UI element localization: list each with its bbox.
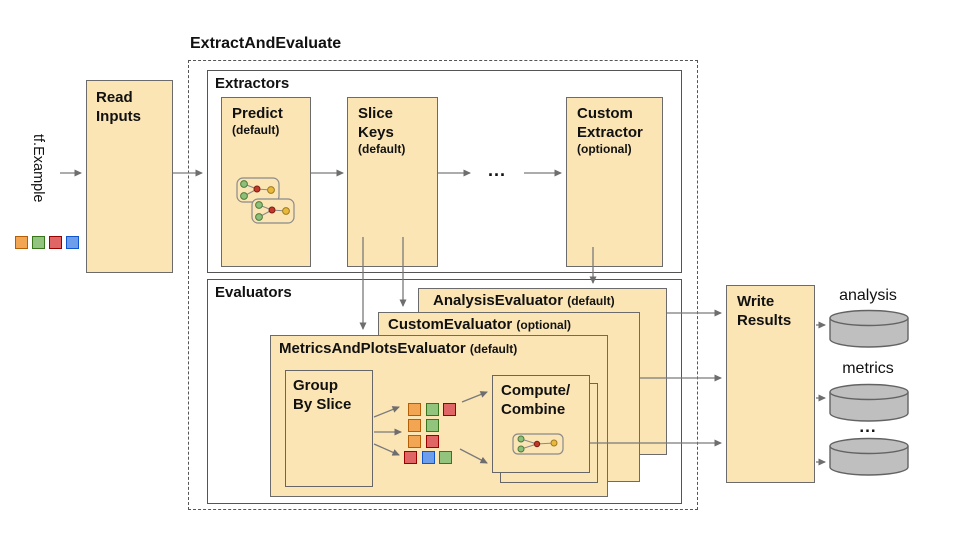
orange-slice-square xyxy=(408,419,421,432)
green-slice-square xyxy=(32,236,45,249)
analysis-output-label: analysis xyxy=(839,287,897,304)
blue-slice-square xyxy=(66,236,79,249)
predict-sub: (default) xyxy=(232,123,280,137)
slice-keys-line1: Slice xyxy=(358,105,394,122)
extractors-ellipsis: ... xyxy=(487,160,506,180)
custom-evaluator-sub: (optional) xyxy=(516,318,572,332)
blue-slice-square xyxy=(421,451,435,464)
green-slice-square xyxy=(425,419,439,432)
compute-combine-line2: Combine xyxy=(501,401,566,418)
read-inputs-line1: Read xyxy=(96,89,133,106)
compute-combine-box: Compute/ Combine xyxy=(492,375,590,473)
custom-extractor-line2: Extractor xyxy=(577,124,643,141)
model-graph-icon xyxy=(236,177,295,224)
write-results-box: Write Results xyxy=(726,285,815,483)
tf-example-label: tf.Example xyxy=(30,133,46,203)
slice-grid-row xyxy=(408,419,439,432)
orange-slice-square xyxy=(408,435,421,448)
predict-title: Predict xyxy=(232,105,283,122)
combine-graph-icon xyxy=(512,433,564,455)
group-by-slice-box: Group By Slice xyxy=(285,370,373,487)
slice-grid-row xyxy=(404,451,452,464)
write-results-line2: Results xyxy=(737,312,792,329)
slice-grid-row xyxy=(408,403,456,416)
custom-extractor-sub: (optional) xyxy=(577,142,632,156)
analysis-datastore-cylinder xyxy=(829,309,909,348)
input-legend-squares xyxy=(15,236,79,249)
evaluators-label: Evaluators xyxy=(215,284,292,301)
diagram-title: ExtractAndEvaluate xyxy=(190,35,342,52)
outputs-ellipsis: ... xyxy=(859,417,877,436)
analysis-evaluator-sub: (default) xyxy=(567,294,615,308)
red-slice-square xyxy=(49,236,62,249)
read-inputs-box: Read Inputs xyxy=(86,80,173,273)
compute-combine-line1: Compute/ xyxy=(501,382,571,399)
model-chip-1 xyxy=(236,177,280,203)
more-datastore-cylinder xyxy=(829,437,909,476)
group-by-slice-line2: By Slice xyxy=(293,396,352,413)
green-slice-square xyxy=(439,451,452,464)
slice-keys-sub: (default) xyxy=(358,142,406,156)
model-chip-2 xyxy=(251,198,295,224)
metrics-plots-evaluator-title: MetricsAndPlotsEvaluator xyxy=(279,340,466,357)
red-slice-square xyxy=(404,451,417,464)
read-inputs-line2: Inputs xyxy=(96,108,141,125)
orange-slice-square xyxy=(15,236,28,249)
extractors-label: Extractors xyxy=(215,75,290,92)
custom-extractor-line1: Custom xyxy=(577,105,633,122)
metrics-plots-evaluator-sub: (default) xyxy=(469,342,518,356)
red-slice-square xyxy=(443,403,456,416)
metrics-datastore-cylinder xyxy=(829,383,909,422)
metrics-output-label: metrics xyxy=(842,360,894,377)
slice-keys-extractor-box: Slice Keys (default) xyxy=(347,97,438,267)
slice-keys-line2: Keys xyxy=(358,124,394,141)
custom-extractor-box: Custom Extractor (optional) xyxy=(566,97,663,267)
green-slice-square xyxy=(425,403,439,416)
analysis-evaluator-title: AnalysisEvaluator xyxy=(433,292,564,309)
orange-slice-square xyxy=(408,403,421,416)
write-results-line1: Write xyxy=(737,293,775,310)
custom-evaluator-title: CustomEvaluator xyxy=(388,316,513,333)
red-slice-square xyxy=(425,435,439,448)
slice-grid-row xyxy=(408,435,439,448)
predict-extractor-box: Predict (default) xyxy=(221,97,311,267)
extract-and-evaluate-boundary xyxy=(188,60,698,510)
group-by-slice-line1: Group xyxy=(293,377,338,394)
